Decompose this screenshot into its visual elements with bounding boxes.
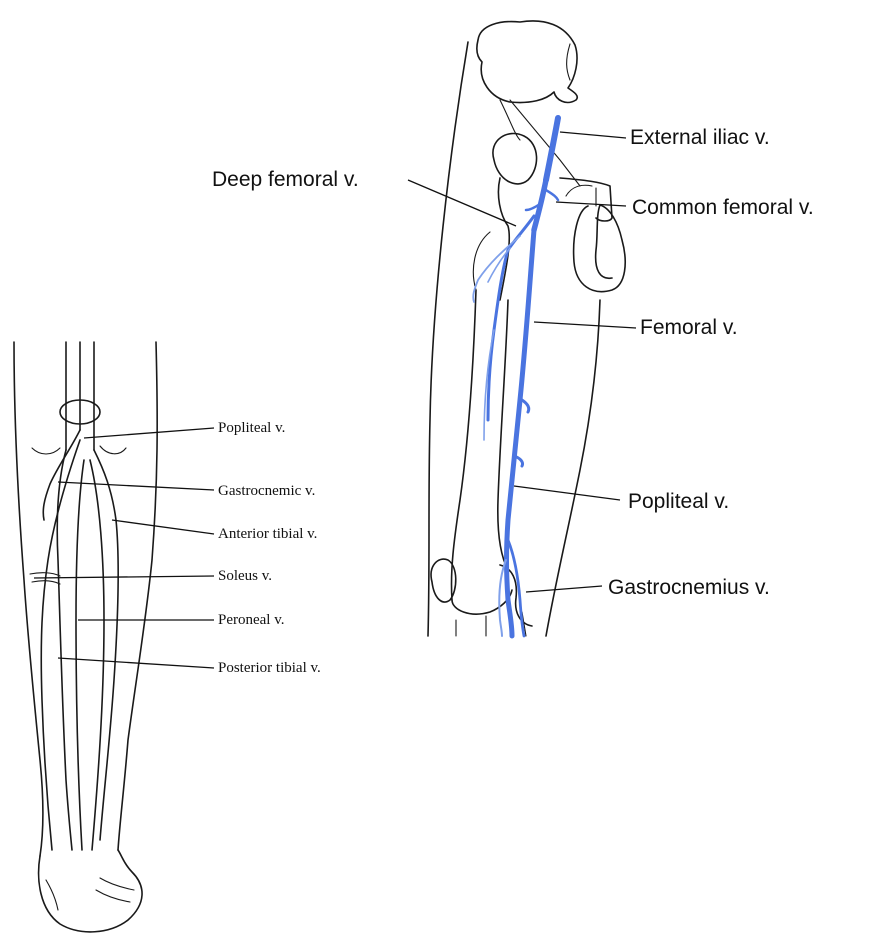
label-deep-femoral: Deep femoral v. xyxy=(212,168,359,191)
femur-shaft-lateral xyxy=(451,290,476,600)
heel-outline xyxy=(39,850,142,932)
label-femoral: Femoral v. xyxy=(640,316,738,339)
posterior-tibial-vein-pair xyxy=(57,450,72,850)
heel-shading xyxy=(46,878,134,910)
calf-diagram: Popliteal v. Gastrocnemic v. Anterior ti… xyxy=(14,342,321,932)
calf-outline-left xyxy=(14,342,43,856)
knee-condyle-lateral xyxy=(452,590,512,614)
leader-popliteal-calf xyxy=(84,428,214,438)
femoral-vein xyxy=(507,230,535,636)
leader-external-iliac xyxy=(560,132,626,138)
leader-posterior-tibial xyxy=(58,658,214,668)
label-posterior-tibial: Posterior tibial v. xyxy=(218,660,321,676)
calf-outline-right xyxy=(118,342,157,850)
label-external-iliac: External iliac v. xyxy=(630,126,770,149)
pelvis-inner xyxy=(567,44,570,80)
leader-soleus xyxy=(34,576,214,578)
posterior-tibial-vein xyxy=(90,460,104,850)
knee-crease-right xyxy=(100,446,126,454)
femoral-tributary-1 xyxy=(522,400,529,412)
label-anterior-tibial: Anterior tibial v. xyxy=(218,526,317,542)
knee-crease-left xyxy=(32,448,60,454)
groin-fold xyxy=(560,178,612,221)
leader-anterior-tibial xyxy=(112,520,214,534)
label-gastrocnemic: Gastrocnemic v. xyxy=(218,483,315,499)
label-popliteal-calf: Popliteal v. xyxy=(218,420,285,436)
pelvis-bone xyxy=(477,21,577,103)
tibia-top xyxy=(456,612,526,636)
label-soleus: Soleus v. xyxy=(218,568,272,584)
scrotum-outline xyxy=(574,205,626,292)
leader-femoral xyxy=(534,322,636,328)
label-popliteal-thigh: Popliteal v. xyxy=(628,490,729,513)
external-iliac-vein xyxy=(546,118,558,180)
leader-common-femoral xyxy=(556,202,626,206)
femoral-head xyxy=(493,133,537,183)
thigh-outline-medial xyxy=(546,300,600,636)
thigh-outline-lateral xyxy=(428,42,468,636)
femoral-tributary-3 xyxy=(546,190,558,200)
deep-femoral-branch-1 xyxy=(473,236,520,302)
label-gastrocnemius: Gastrocnemius v. xyxy=(608,576,770,599)
leader-gastrocnemius xyxy=(526,586,602,592)
label-peroneal: Peroneal v. xyxy=(218,612,285,628)
label-common-femoral: Common femoral v. xyxy=(632,196,814,219)
thigh-diagram: External iliac v. Deep femoral v. Common… xyxy=(212,21,814,636)
peroneal-vein xyxy=(76,460,84,850)
leader-popliteal-thigh xyxy=(514,486,620,500)
